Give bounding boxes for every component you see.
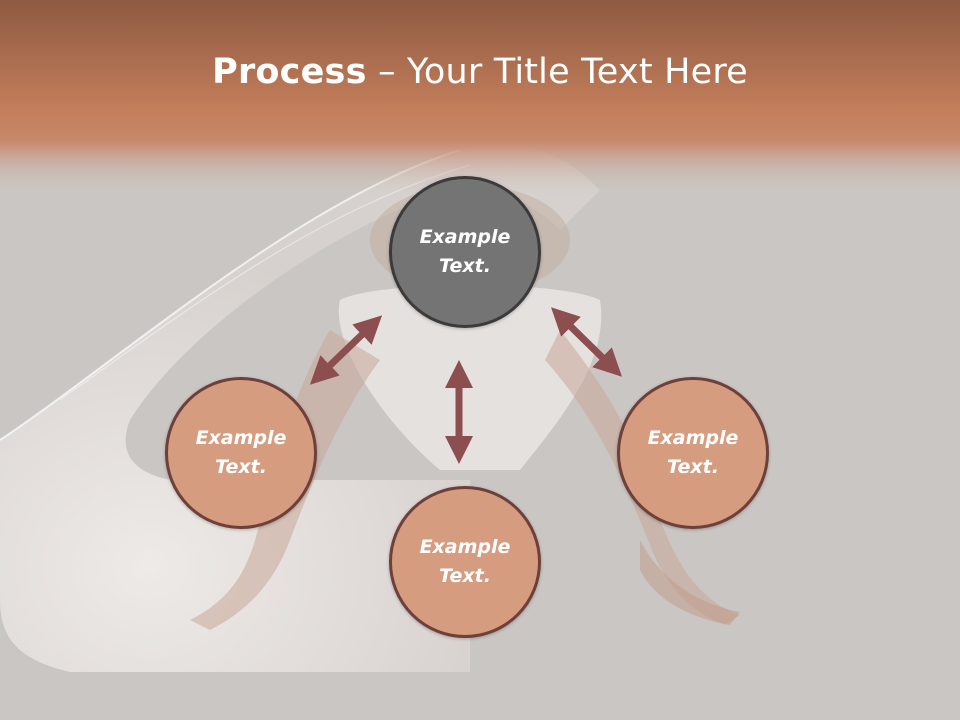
- slide-title: Process – Your Title Text Here: [0, 52, 960, 92]
- title-rest: – Your Title Text Here: [366, 52, 748, 92]
- title-bold: Process: [212, 52, 367, 92]
